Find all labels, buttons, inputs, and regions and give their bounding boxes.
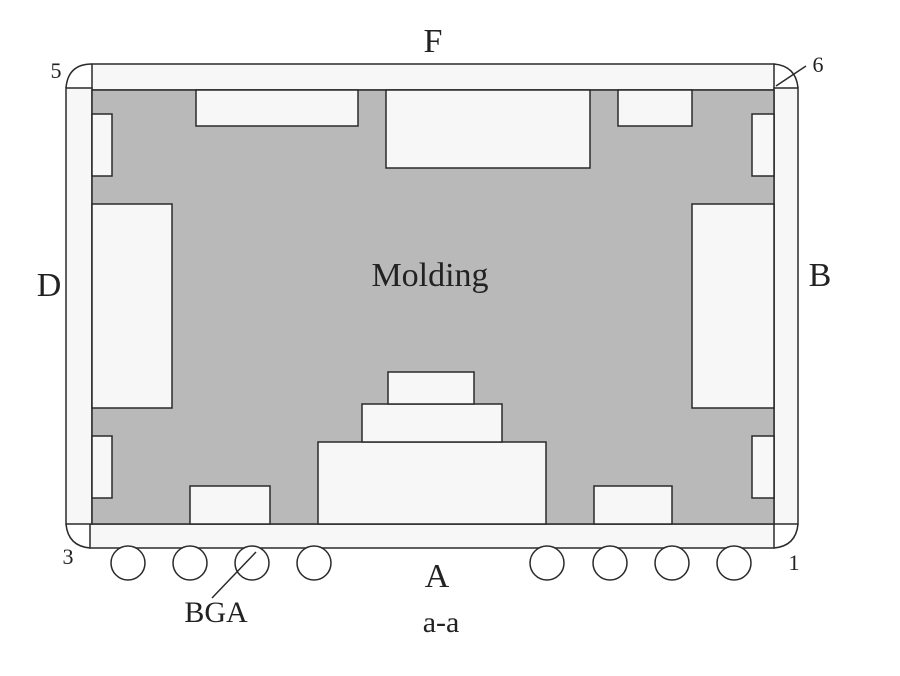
label-side-b: B [809, 257, 832, 294]
label-section: a-a [423, 606, 460, 639]
bga-ball [716, 545, 752, 581]
right-frame-strip [773, 87, 799, 525]
component-left-lower-small [91, 435, 113, 499]
label-side-f: F [424, 23, 443, 60]
left-frame-strip [65, 87, 93, 525]
stack-component-base [317, 441, 547, 525]
component-right-lower-small [751, 435, 775, 499]
component-right-large [691, 203, 775, 409]
bga-ball [654, 545, 690, 581]
bga-ball [110, 545, 146, 581]
component-right-upper-small [751, 113, 775, 177]
corner-6-leader-line [775, 65, 807, 87]
label-bga: BGA [184, 596, 248, 629]
label-corner-6: 6 [813, 52, 824, 77]
corner-joint-bottom-left [65, 523, 91, 549]
component-top-left [195, 89, 359, 127]
label-side-d: D [37, 267, 62, 304]
label-corner-3: 3 [63, 544, 74, 569]
bga-ball [234, 545, 270, 581]
bga-ball [529, 545, 565, 581]
label-corner-5: 5 [51, 58, 62, 83]
bga-ball [592, 545, 628, 581]
corner-joint-top-right [773, 63, 799, 89]
bga-ball [172, 545, 208, 581]
component-left-upper-small [91, 113, 113, 177]
bga-ball-row [110, 545, 752, 581]
component-top-center [385, 89, 591, 169]
top-frame-strip [91, 63, 775, 91]
corner-joint-bottom-right [773, 523, 799, 549]
stack-component-middle [361, 403, 503, 443]
label-corner-1: 1 [789, 550, 800, 575]
label-molding: Molding [371, 257, 488, 294]
bottom-frame-strip [89, 523, 775, 549]
bga-ball [296, 545, 332, 581]
label-side-a: A [425, 558, 450, 595]
component-bottom-left [189, 485, 271, 525]
stack-component-top [387, 371, 475, 405]
bga-leader-line [211, 551, 257, 599]
component-bottom-right [593, 485, 673, 525]
corner-joint-top-left [65, 63, 93, 89]
component-top-right [617, 89, 693, 127]
component-left-large [91, 203, 173, 409]
